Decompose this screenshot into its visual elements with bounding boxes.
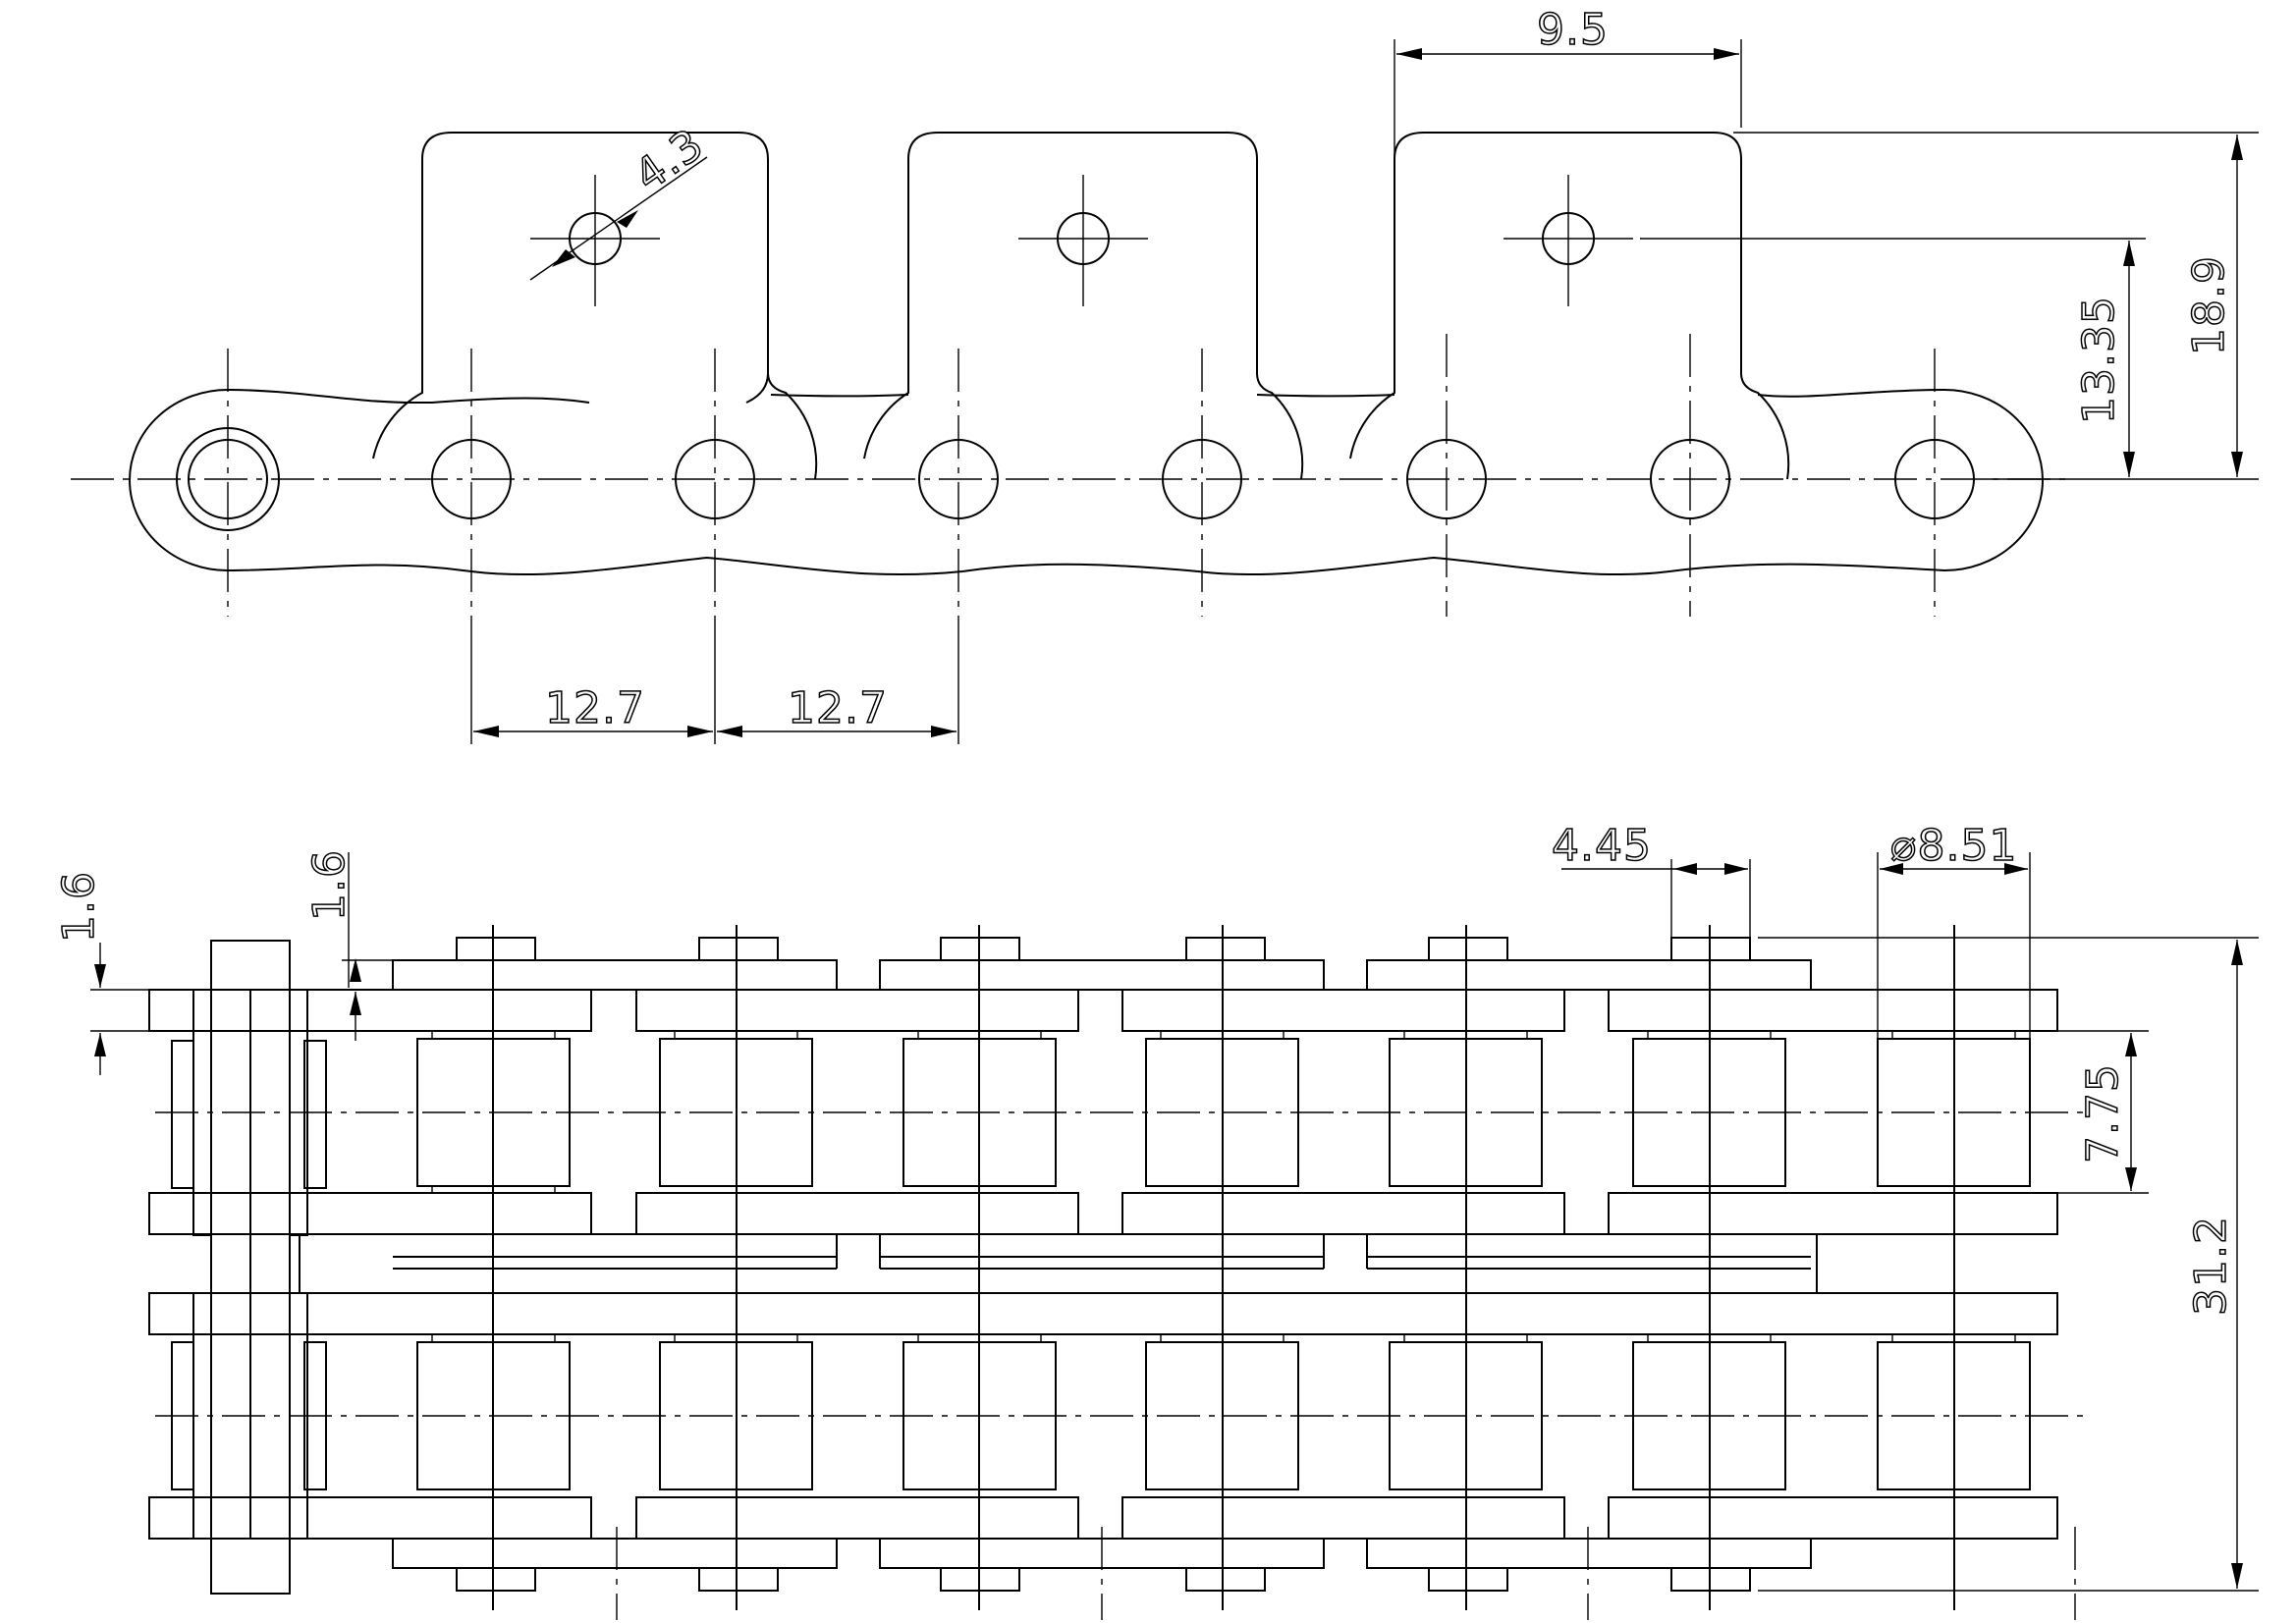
dim-plate-thickness-right: 1.6 xyxy=(304,849,355,921)
dim-pitch-right: 12.7 xyxy=(788,683,888,733)
dim-hole-diameter: 4.3 xyxy=(626,119,713,201)
chain-plate-outline xyxy=(129,388,2044,576)
dim-pin-diameter: 4.45 xyxy=(1552,821,1652,871)
attachment-tab-2 xyxy=(863,132,1304,480)
dim-hole-height: 13.35 xyxy=(2074,296,2124,424)
outer-plate xyxy=(635,989,1079,1032)
attachment-plates-top xyxy=(392,937,1812,991)
tab-1-fillet xyxy=(745,372,769,404)
link-curve xyxy=(770,394,909,398)
dim-plate-thickness-left: 1.6 xyxy=(54,871,104,943)
outer-plate xyxy=(1608,989,2058,1032)
link-curve xyxy=(1256,394,1395,398)
dim-top-width: 9.5 xyxy=(1537,5,1609,55)
dim-roller-diameter: ⌀8.51 xyxy=(1890,821,2017,871)
pin-lines xyxy=(492,925,1955,1610)
outer-plate xyxy=(1121,989,1565,1032)
outer-plate xyxy=(148,989,592,1032)
middle-plate-band xyxy=(299,1233,1818,1294)
attachment-tab-1 xyxy=(372,132,818,480)
dim-pitch-left: 12.7 xyxy=(545,683,645,733)
link-curve xyxy=(431,397,590,404)
plan-view: 1.6 1.6 4.45 ⌀8.51 7.75 3 xyxy=(53,820,2259,1620)
dim-plate-height: 18.9 xyxy=(2184,255,2234,355)
bushing-lines-upper xyxy=(431,1031,2016,1193)
end-pin-section xyxy=(171,940,327,1595)
dim-inner-width: 7.75 xyxy=(2078,1063,2128,1163)
pin-centerlines-plan xyxy=(616,1527,2076,1620)
side-view: 4.3 9.5 13.35 18.9 12.7 12.7 xyxy=(71,4,2259,744)
bushing-lines-lower xyxy=(431,1334,2016,1342)
dim-overall-width: 31.2 xyxy=(2186,1216,2236,1316)
attachment-tab-3 xyxy=(1349,132,1790,480)
